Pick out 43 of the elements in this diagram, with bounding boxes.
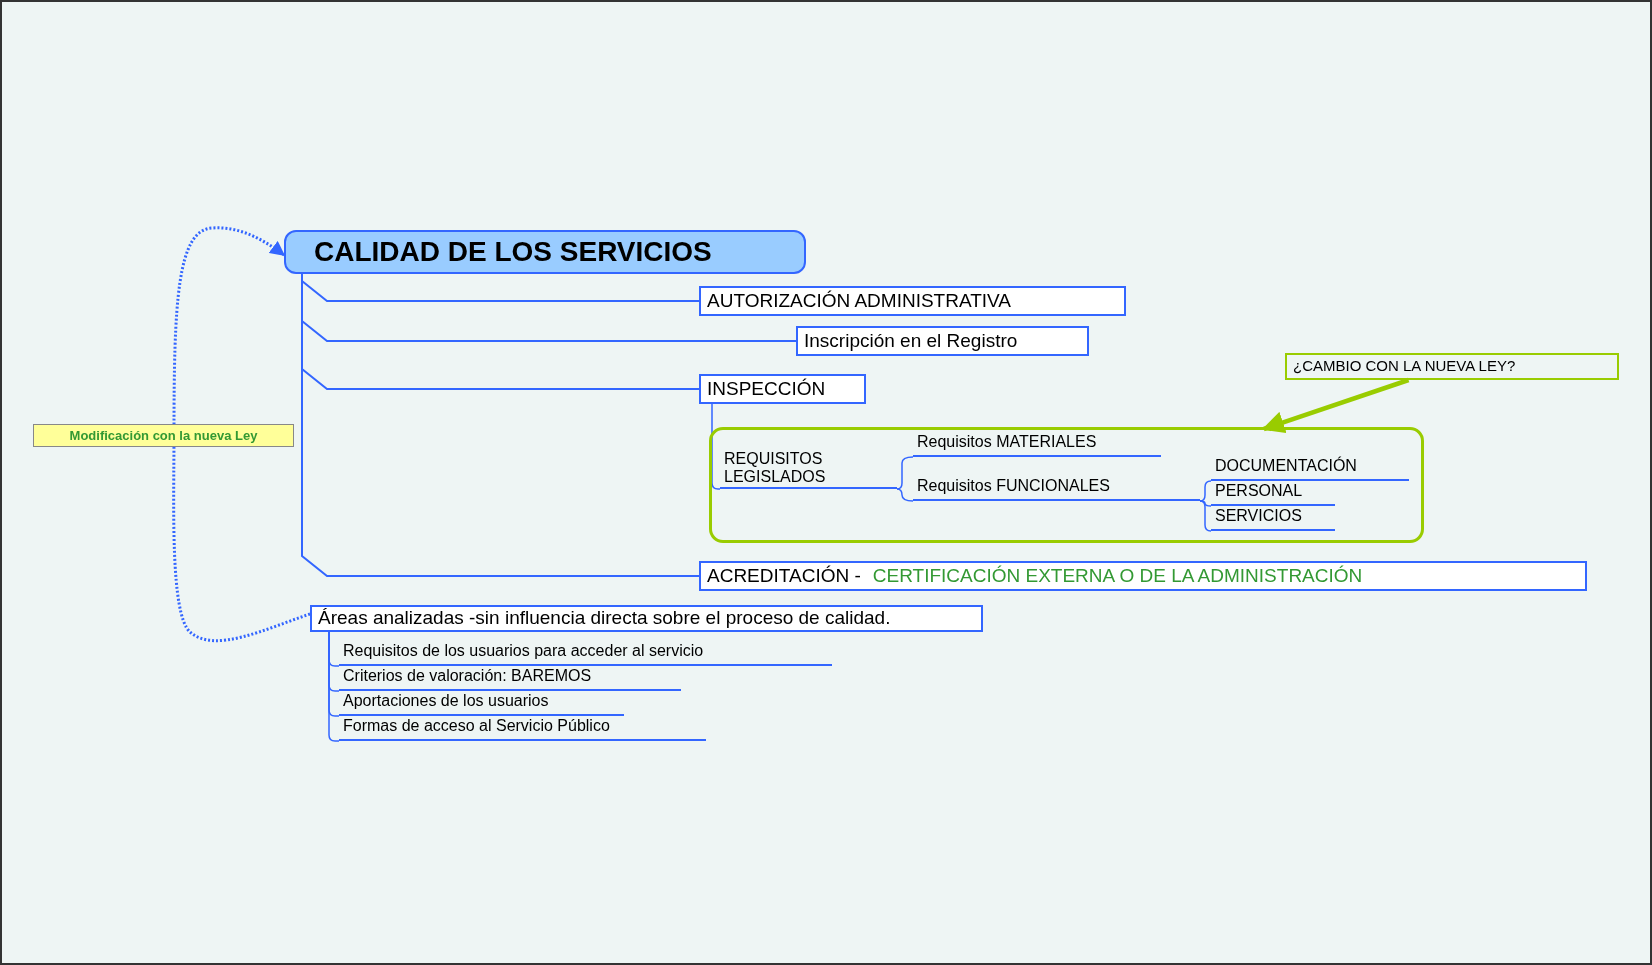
subtopic-label (913, 435, 1161, 457)
topic-box (796, 326, 1089, 356)
edge-label: Modificación con la nueva Ley (33, 424, 294, 447)
topic-text: Requisitos FUNCIONALES (917, 476, 1110, 496)
subtopic-label (339, 669, 681, 691)
topic-box (310, 605, 983, 632)
arrow (1261, 377, 1410, 434)
topic-text: Formas de acceso al Servicio Público (343, 716, 610, 736)
topic-text: AUTORIZACIÓN ADMINISTRATIVA (707, 288, 1012, 313)
topic-text: ¿CAMBIO CON LA NUEVA LEY? (1293, 356, 1516, 377)
topic-text: Aportaciones de los usuarios (343, 691, 549, 711)
dotted-arrow (172, 226, 311, 643)
topic-text: REQUISITOS LEGISLADOS (724, 450, 827, 486)
connector-line (1199, 500, 1212, 507)
topic-text: Requisitos MATERIALES (917, 432, 1097, 452)
topic-text: Requisitos de los usuarios para acceder al servicio (343, 641, 704, 661)
topic-text: Criterios de valoración: BAREMOS (343, 666, 592, 686)
topic-text: DOCUMENTACIÓN (1215, 455, 1357, 476)
topic-box (699, 561, 1587, 591)
topic-text: Áreas analizadas -sin influencia directa sobre el proceso de calidad. (318, 606, 891, 631)
connector-line (1199, 500, 1212, 532)
topic-text: Inscripción en el Registro (804, 328, 1018, 353)
topic-text: PERSONAL (1215, 481, 1303, 501)
topic-box (699, 374, 866, 404)
subtopic-label (1211, 484, 1335, 506)
group-frame (709, 427, 1424, 543)
connector-line (896, 488, 914, 502)
topic-box (699, 286, 1126, 316)
subtopic-label (339, 694, 624, 716)
subtopic-label (913, 479, 1200, 501)
connector-line (1199, 480, 1212, 502)
topic-text: INSPECCIÓN (707, 376, 826, 401)
callout-box (1285, 353, 1619, 380)
subtopic-label (1211, 509, 1335, 531)
subtopic-label (339, 719, 706, 741)
topic-text: SERVICIOS (1215, 506, 1302, 526)
topic-text: ACREDITACIÓN - (707, 563, 861, 588)
central-topic-box (284, 230, 806, 274)
connector-line (328, 631, 340, 742)
subtopic-label (339, 644, 832, 666)
topic-text: CALIDAD DE LOS SERVICIOS (314, 235, 712, 269)
connector-line (896, 456, 914, 490)
topic-text: CERTIFICACIÓN EXTERNA O DE LA ADMINISTRACIÓN (872, 563, 1363, 588)
